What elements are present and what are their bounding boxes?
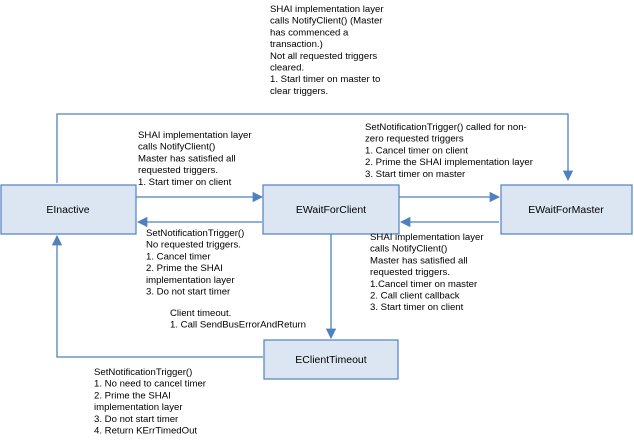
- note-line: No requested triggers.: [146, 240, 241, 251]
- note-line: clear triggers.: [270, 86, 328, 97]
- note-line: implementation layer: [146, 275, 235, 286]
- note-timeout-to-inactive: SetNotificationTrigger()1. No need to ca…: [94, 367, 207, 437]
- note-line: 2. Call client callback: [370, 291, 460, 302]
- state-inactive: EInactive: [0, 184, 137, 235]
- state-wait-for-master: EWaitForMaster: [500, 184, 633, 235]
- note-line: Not all requested triggers: [270, 51, 377, 62]
- note-line: 1. No need to cancel timer: [94, 379, 207, 390]
- note-line: 2. Prime the SHAI: [146, 263, 223, 274]
- arrow-timeout-to-inactive: [51, 234, 263, 358]
- note-line: SetNotificationTrigger(): [94, 367, 192, 378]
- state-wait-for-client-label: EWaitForClient: [296, 204, 366, 216]
- note-line: 2. Prime the SHAI implementation layer: [365, 157, 534, 168]
- note-line: transaction.): [270, 39, 323, 50]
- note-line: SHAI implementation layer: [370, 232, 484, 243]
- note-line: cleared.: [270, 63, 304, 74]
- note-line: 2. Prime the SHAI: [94, 390, 171, 401]
- state-wait-for-master-label: EWaitForMaster: [528, 204, 604, 216]
- arrow-inactive-to-master: [56, 113, 574, 183]
- note-line: 3. Do not start timer: [146, 287, 231, 298]
- state-client-timeout-label: EClientTimeout: [295, 354, 366, 366]
- state-inactive-label: EInactive: [46, 204, 89, 216]
- note-line: has commenced a: [270, 27, 349, 38]
- note-line: 1.Cancel timer on master: [370, 279, 478, 290]
- note-line: 1. Call SendBusErrorAndReturn: [170, 320, 306, 331]
- note-line: 1. Starl timer on master to: [270, 74, 380, 85]
- note-line: SHAI implementation layer: [270, 4, 384, 15]
- note-client-to-master: SetNotificationTrigger() called for non-…: [365, 122, 534, 180]
- note-line: SHAI implementation layer: [138, 130, 252, 141]
- note-line: 1. Cancel timer: [146, 251, 211, 262]
- note-line: calls NotifyClient(): [370, 244, 447, 255]
- note-line: 1. Cancel timer on client: [365, 145, 468, 156]
- note-line: Client timeout.: [170, 308, 231, 319]
- state-client-timeout: EClientTimeout: [263, 339, 399, 380]
- note-client-timeout: Client timeout.1. Call SendBusErrorAndRe…: [170, 308, 306, 331]
- note-line: 3. Do not start timer: [94, 414, 179, 425]
- note-line: 1. Start timer on client: [138, 177, 232, 188]
- note-line: SetNotificationTrigger() called for non-: [365, 122, 527, 133]
- note-line: calls NotifyClient() (Master: [270, 16, 383, 27]
- note-line: implementation layer: [94, 402, 183, 413]
- note-line: requested triggers.: [138, 165, 218, 176]
- note-line: 4. Return KErrTimedOut: [94, 426, 197, 437]
- state-wait-for-client: EWaitForClient: [262, 184, 400, 235]
- note-line: Master has satisfied all: [370, 255, 468, 266]
- note-client-to-inactive: SetNotificationTrigger()No requested tri…: [146, 228, 244, 298]
- note-line: zero requested triggers: [365, 134, 464, 145]
- note-line: calls NotifyClient(): [138, 142, 215, 153]
- note-line: 3. Start timer on client: [370, 302, 464, 313]
- note-line: Master has satisfied all: [138, 153, 236, 164]
- note-line: requested triggers.: [370, 267, 450, 278]
- note-line: 3. Start timer on master: [365, 169, 466, 180]
- note-line: SetNotificationTrigger(): [146, 228, 244, 239]
